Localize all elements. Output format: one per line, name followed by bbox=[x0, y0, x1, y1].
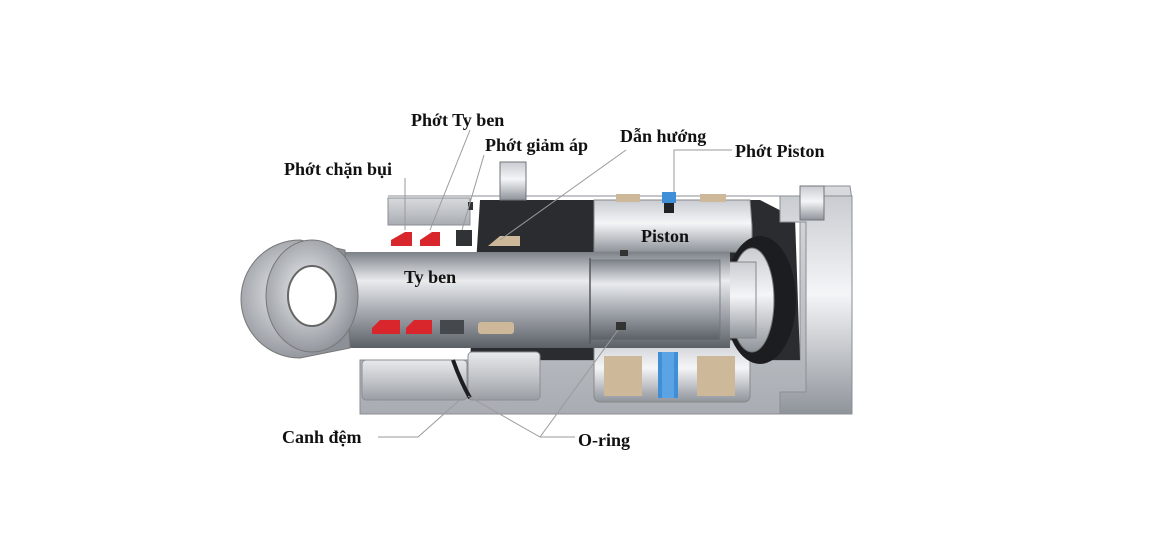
label-rod-seal: Phớt Ty ben bbox=[411, 110, 505, 130]
label-piston-seal: Phớt Piston bbox=[735, 141, 825, 161]
leader-lines bbox=[378, 129, 732, 438]
gland-lower bbox=[361, 351, 541, 401]
label-guide-ring: Dẫn hướng bbox=[620, 126, 707, 146]
rod-seals-upper bbox=[391, 202, 520, 246]
rod-seals-lower bbox=[372, 320, 514, 334]
label-dust-seal: Phớt chặn bụi bbox=[284, 159, 392, 179]
leader-guide-ring bbox=[499, 149, 627, 241]
label-piston: Piston bbox=[641, 226, 690, 246]
leader-buffer-seal bbox=[461, 154, 485, 231]
rod-eye bbox=[240, 239, 359, 359]
label-cushion-edge: Canh đệm bbox=[282, 427, 362, 447]
label-buffer-seal: Phớt giảm áp bbox=[485, 135, 588, 155]
label-o-ring: O-ring bbox=[578, 430, 630, 450]
leader-piston-seal bbox=[673, 149, 732, 192]
label-rod: Ty ben bbox=[404, 267, 457, 287]
leader-rod-seal bbox=[429, 129, 471, 231]
leader-cushion-edge bbox=[378, 397, 463, 438]
piston-block bbox=[593, 192, 753, 403]
leader-o-ring-2 bbox=[539, 329, 619, 438]
